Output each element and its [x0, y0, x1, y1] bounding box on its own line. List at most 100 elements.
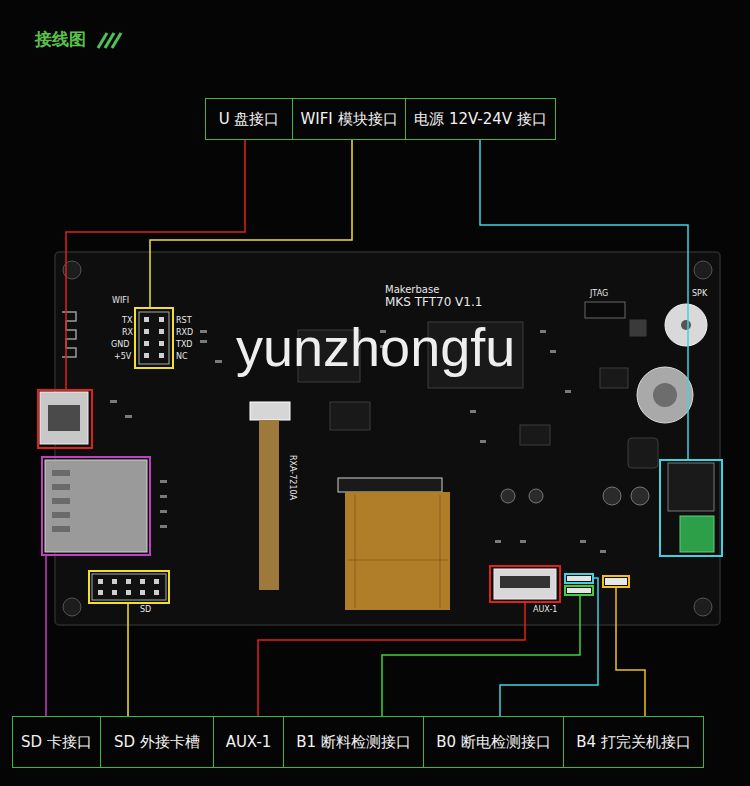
pin	[126, 590, 131, 595]
brand-text: Makerbase	[385, 284, 439, 295]
diagram-title: 接线图	[35, 29, 86, 49]
capacitors	[501, 487, 649, 505]
flex-cable	[259, 420, 279, 590]
jtag-header	[585, 302, 625, 318]
port-name: SD 卡接口	[21, 733, 92, 751]
buzzer	[665, 304, 707, 346]
ribbon-line	[348, 560, 448, 561]
capacitor	[631, 487, 649, 505]
pin-name: NC	[176, 353, 188, 362]
smd-part	[565, 390, 571, 393]
ribbon-lines	[348, 495, 448, 608]
ribbon-line	[355, 495, 356, 608]
header-label: WIFI	[112, 297, 129, 306]
port-label-box: SD 卡接口	[12, 716, 101, 768]
smd-part	[470, 410, 476, 413]
port-name: B1 断料检测接口	[296, 733, 411, 751]
highlight-frame	[603, 576, 629, 587]
highlight-frame	[565, 586, 593, 595]
smd-part	[520, 540, 526, 543]
ribbon-line	[440, 495, 441, 608]
leader-lines	[46, 140, 688, 716]
sd-slot-pins	[52, 470, 70, 532]
port-name: B0 断电检测接口	[436, 733, 551, 751]
port-label-box: B0 断电检测接口	[423, 716, 564, 768]
smd-part	[160, 510, 167, 513]
lcd-ribbon	[345, 492, 450, 610]
slash	[112, 33, 121, 48]
sd-pin	[52, 512, 70, 518]
pin	[154, 590, 159, 595]
smd-part	[160, 495, 167, 498]
regulator	[520, 425, 550, 445]
capacitor-top	[653, 383, 677, 407]
smd-part	[125, 415, 132, 418]
pin	[98, 590, 103, 595]
dc-jack	[668, 463, 714, 511]
wifi-header-pins	[144, 317, 164, 358]
pin	[159, 341, 164, 346]
highlight-frame	[42, 457, 150, 555]
pin	[159, 353, 164, 358]
pin	[140, 590, 145, 595]
pin	[159, 329, 164, 334]
port-label-box: U 盘接口	[205, 98, 293, 140]
mounting-holes	[63, 261, 712, 616]
pin	[159, 317, 164, 322]
mounting-hole	[63, 598, 81, 616]
smd-part	[215, 360, 222, 363]
highlight-frame	[660, 460, 722, 556]
mounting-hole	[694, 261, 712, 279]
smd-part	[160, 480, 167, 483]
lcd-connector	[338, 478, 442, 492]
aux-slot	[500, 576, 550, 588]
pin-name: RXD	[176, 329, 193, 338]
b1-connector	[567, 588, 591, 593]
port-label-box: B4 打完关机接口	[563, 716, 704, 768]
inductor	[628, 438, 658, 468]
pin-name: +5V	[114, 353, 131, 362]
leader-line	[66, 140, 245, 390]
port-name: WIFI 模块接口	[300, 110, 397, 128]
pin-name: RST	[176, 317, 192, 326]
pin	[112, 590, 117, 595]
smd-part	[200, 340, 207, 343]
part-name: SPK	[692, 290, 707, 299]
antenna-trace	[62, 312, 76, 357]
port-name: U 盘接口	[219, 110, 280, 128]
port-name: AUX-1	[226, 733, 272, 751]
pin	[140, 579, 145, 584]
leader-line	[500, 578, 598, 716]
smd-part	[110, 400, 117, 403]
b0-connector	[567, 576, 591, 581]
pin-name: GND	[111, 341, 129, 350]
power-terminal	[680, 516, 714, 552]
highlight-frame	[38, 390, 92, 448]
pin	[126, 579, 131, 584]
sd-pin	[52, 526, 70, 532]
capacitor	[603, 487, 621, 505]
port-label-box: B1 断料检测接口	[283, 716, 424, 768]
smd-part	[200, 330, 207, 333]
button	[630, 320, 646, 336]
part-name: RXA-7210A	[287, 455, 296, 500]
port-name: B4 打完关机接口	[576, 733, 691, 751]
header-label: JTAG	[590, 290, 608, 299]
leader-line	[150, 140, 352, 308]
highlight-frame	[135, 308, 173, 368]
capacitor	[501, 489, 515, 503]
pin	[98, 579, 103, 584]
port-name: SD 外接卡槽	[114, 733, 200, 751]
smd-part	[600, 550, 606, 553]
smd-part	[540, 330, 546, 333]
pin	[154, 579, 159, 584]
pin-name: TXD	[176, 341, 193, 350]
port-label-box: WIFI 模块接口	[292, 98, 406, 140]
port-label-box: SD 外接卡槽	[100, 716, 214, 768]
mounting-hole	[694, 598, 712, 616]
leader-line	[382, 595, 580, 716]
smd-part	[580, 540, 586, 543]
sd-header-pins	[98, 579, 159, 595]
leader-line	[480, 140, 688, 460]
leader-line	[127, 603, 129, 716]
